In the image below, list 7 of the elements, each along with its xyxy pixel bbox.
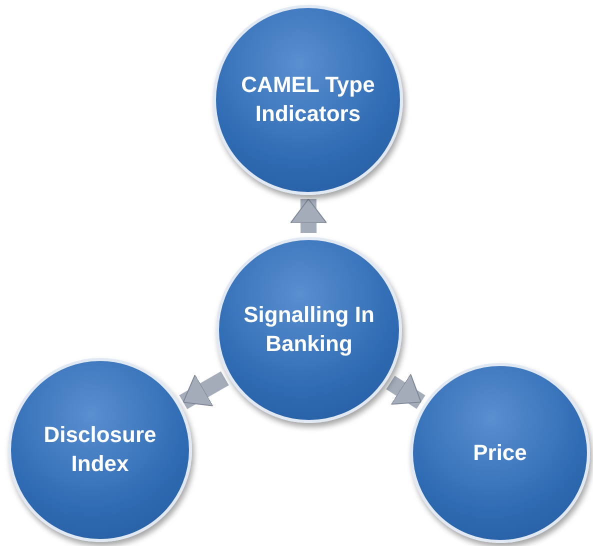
node-label: CAMEL Type Indicators [240,71,376,128]
block-arrow [290,198,328,234]
block-arrow [386,373,426,409]
node-label: Disclosure Index [42,421,158,478]
node-label: Price [472,438,528,467]
node-label: Signalling In Banking [242,301,376,358]
block-arrow [179,371,229,410]
